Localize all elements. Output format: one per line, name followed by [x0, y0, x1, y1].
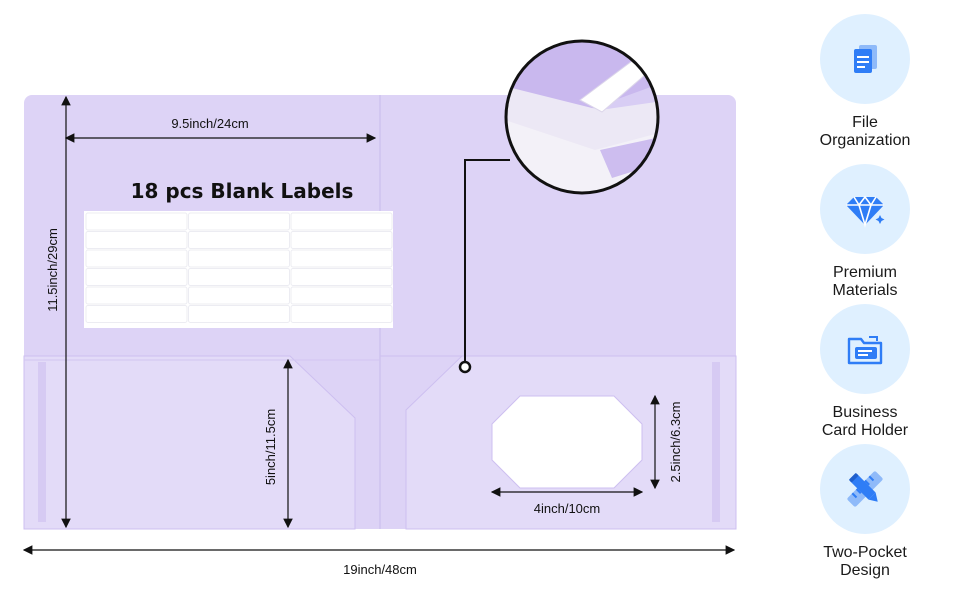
blank-label — [290, 268, 393, 286]
left-pocket — [23, 355, 356, 530]
blank-label — [290, 231, 393, 249]
blank-label — [188, 268, 290, 286]
callout-dot — [458, 360, 472, 374]
diamond-icon — [846, 195, 885, 228]
blank-label — [85, 249, 188, 268]
blank-label — [290, 286, 393, 305]
feature-label: Two-Pocket Design — [823, 544, 907, 579]
document-icon — [854, 45, 877, 73]
panel-width-label: 9.5inch/24cm — [171, 116, 248, 131]
blank-label — [188, 249, 290, 268]
callout-line — [464, 159, 510, 367]
blank-label — [290, 305, 393, 323]
blank-label — [188, 212, 290, 231]
blank-label — [85, 212, 188, 231]
feature-icon-circle — [820, 14, 910, 104]
blank-labels-grid — [85, 212, 393, 323]
card-height-label: 2.5inch/6.3cm — [668, 402, 683, 483]
pencil-ruler-icon — [847, 471, 883, 507]
right-pocket-seam — [712, 362, 720, 522]
blank-label — [85, 286, 188, 305]
left-pocket-seam — [38, 362, 46, 522]
blank-label — [188, 305, 290, 323]
pocket-height-label: 5inch/11.5cm — [263, 409, 278, 485]
labels-title: 18 pcs Blank Labels — [131, 179, 354, 203]
blank-label — [188, 231, 290, 249]
blank-label — [290, 212, 393, 231]
blank-label — [290, 249, 393, 268]
blank-label — [85, 305, 188, 323]
feature-label: Premium Materials — [832, 264, 898, 299]
zoom-circle — [504, 39, 660, 195]
blank-label — [188, 286, 290, 305]
business-card-slot — [491, 395, 643, 489]
feature-icon-circle — [820, 164, 910, 254]
total-width-label: 19inch/48cm — [343, 562, 417, 577]
feature-icon-circle — [820, 444, 910, 534]
feature-label: Business Card Holder — [821, 404, 909, 439]
feature-icon-circle — [820, 304, 910, 394]
card-folder-icon — [847, 336, 883, 365]
feature-label: File Organization — [819, 114, 911, 149]
card-width-label: 4inch/10cm — [534, 501, 600, 516]
height-label: 11.5inch/29cm — [45, 228, 60, 312]
blank-label — [85, 268, 188, 286]
blank-label — [85, 231, 188, 249]
